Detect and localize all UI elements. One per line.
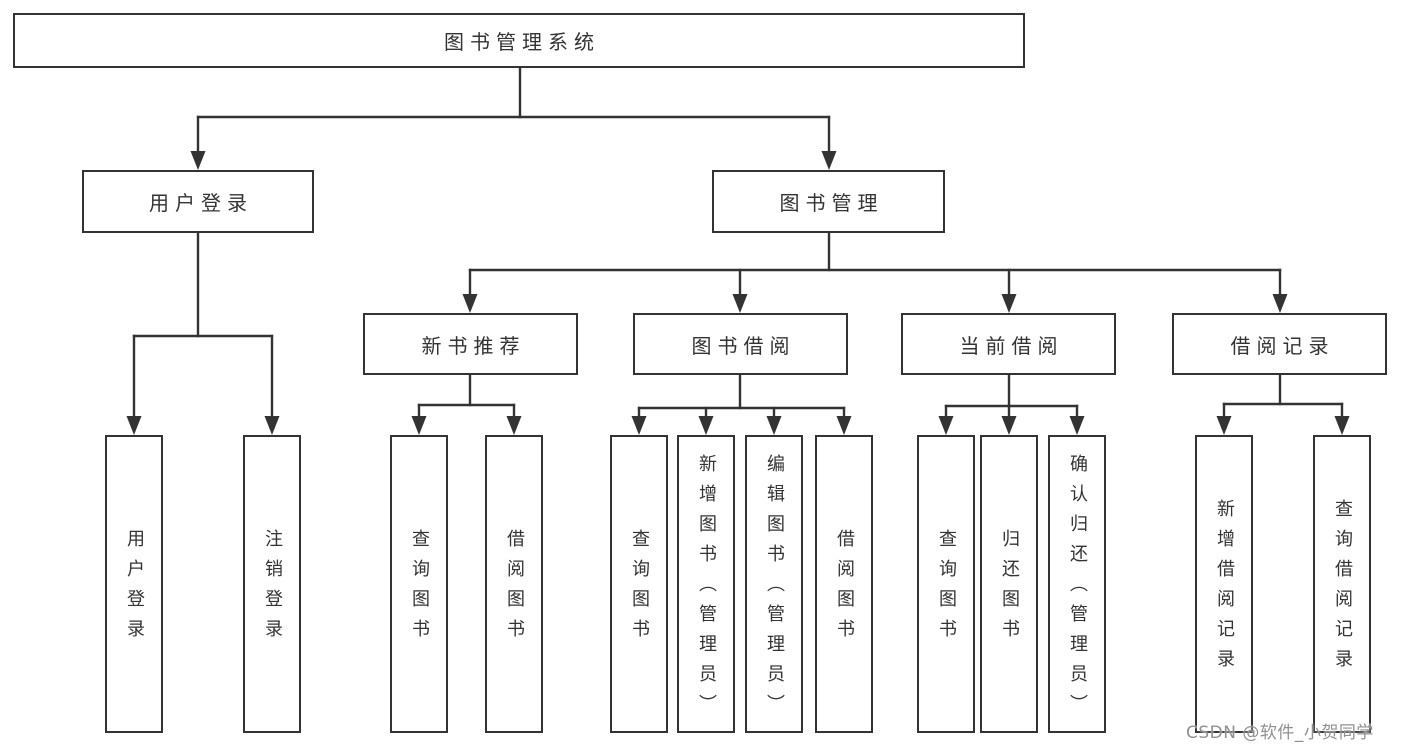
leaf-query-borrow-record-label: 查询借阅记录 xyxy=(1332,499,1353,679)
connector-new-book-children xyxy=(411,373,522,435)
node-user-login: 用户登录 xyxy=(82,170,314,233)
leaf-query-book-3: 查询图书 xyxy=(917,435,975,733)
leaf-query-book-2: 查询图书 xyxy=(610,435,668,733)
leaf-edit-book-admin: 编辑图书（管理员） xyxy=(745,435,803,733)
leaf-return-book: 归还图书 xyxy=(980,435,1038,733)
connector-borrow-record-children xyxy=(1216,373,1350,435)
leaf-add-borrow-record: 新增借阅记录 xyxy=(1195,435,1253,733)
node-book-mgmt-label: 图书管理 xyxy=(779,191,884,215)
leaf-query-borrow-record: 查询借阅记录 xyxy=(1313,435,1371,733)
leaf-borrow-book-2-label: 借阅图书 xyxy=(834,529,855,649)
connector-current-borrow-children xyxy=(938,373,1085,435)
leaf-borrow-book-1-label: 借阅图书 xyxy=(504,529,525,649)
node-current-borrow-label: 当前借阅 xyxy=(959,333,1064,358)
leaf-edit-book-admin-label: 编辑图书（管理员） xyxy=(764,454,785,724)
leaf-add-book-admin-label: 新增图书（管理员） xyxy=(696,454,717,724)
node-root-label: 图书管理系统 xyxy=(444,30,600,54)
connector-book-mgmt-to-level3 xyxy=(462,231,1288,313)
leaf-user-login-label: 用户登录 xyxy=(124,529,145,649)
leaf-query-book-1-label: 查询图书 xyxy=(409,529,430,649)
leaf-confirm-return-admin: 确认归还（管理员） xyxy=(1048,435,1106,733)
leaf-borrow-book-1: 借阅图书 xyxy=(485,435,543,733)
leaf-query-book-3-label: 查询图书 xyxy=(936,529,957,649)
node-new-book-recommend: 新书推荐 xyxy=(363,313,578,375)
node-current-borrow: 当前借阅 xyxy=(901,313,1116,375)
node-borrow-record-label: 借阅记录 xyxy=(1230,333,1335,358)
leaf-logout: 注销登录 xyxy=(243,435,301,733)
leaf-logout-label: 注销登录 xyxy=(262,529,283,649)
node-book-borrow: 图书借阅 xyxy=(633,313,848,375)
node-new-book-recommend-label: 新书推荐 xyxy=(421,333,526,358)
node-user-login-label: 用户登录 xyxy=(149,191,253,215)
connector-book-borrow-children xyxy=(631,373,852,435)
leaf-borrow-book-2: 借阅图书 xyxy=(815,435,873,733)
leaf-user-login: 用户登录 xyxy=(105,435,163,733)
leaf-confirm-return-admin-label: 确认归还（管理员） xyxy=(1067,454,1088,724)
node-book-borrow-label: 图书借阅 xyxy=(691,333,796,358)
watermark-text: CSDN @软件_小贺同学 xyxy=(1186,723,1374,743)
node-root: 图书管理系统 xyxy=(13,13,1025,68)
leaf-add-borrow-record-label: 新增借阅记录 xyxy=(1214,499,1235,679)
node-book-mgmt: 图书管理 xyxy=(712,170,945,233)
connector-user-login-children xyxy=(126,231,280,435)
leaf-query-book-2-label: 查询图书 xyxy=(629,529,650,649)
leaf-add-book-admin: 新增图书（管理员） xyxy=(677,435,735,733)
connector-root-to-level2 xyxy=(190,66,837,170)
node-borrow-record: 借阅记录 xyxy=(1172,313,1387,375)
leaf-return-book-label: 归还图书 xyxy=(999,529,1020,649)
leaf-query-book-1: 查询图书 xyxy=(390,435,448,733)
